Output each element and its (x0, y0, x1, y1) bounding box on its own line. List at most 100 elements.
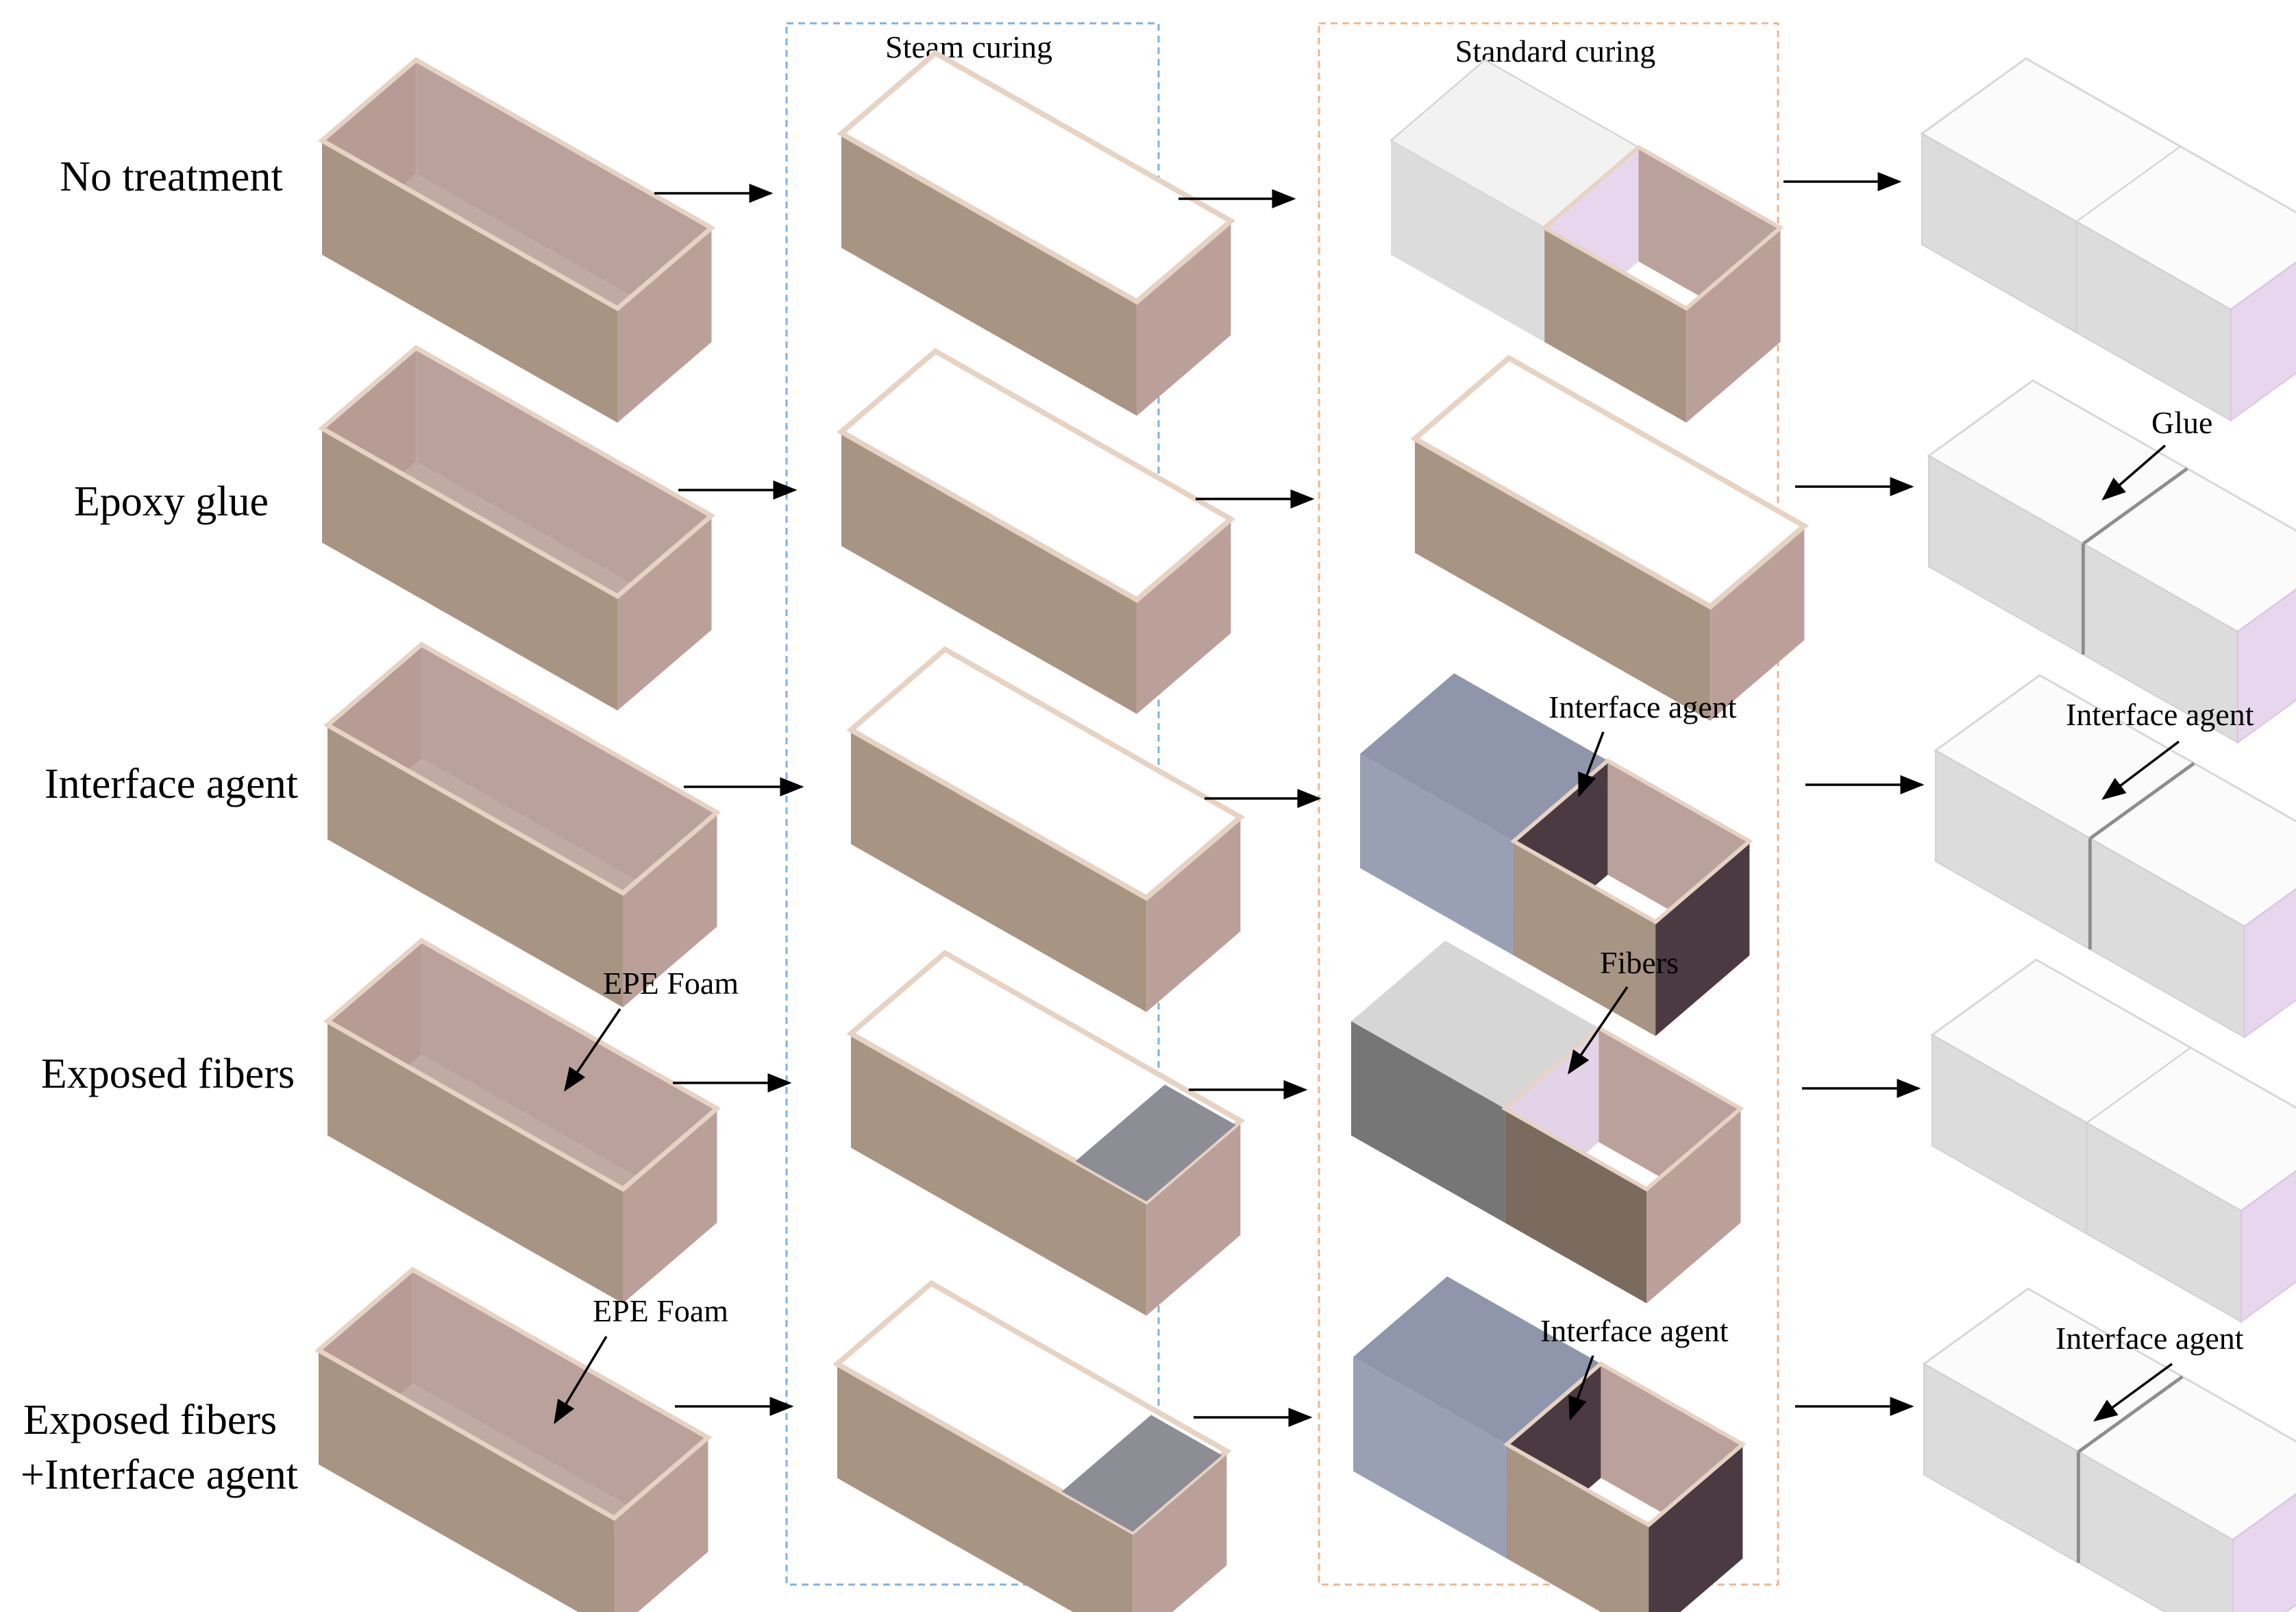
concrete-top-surface (837, 49, 1236, 305)
mold-rim (323, 642, 721, 896)
mold-front-wall (322, 428, 618, 711)
mold-end-wall (617, 228, 712, 423)
filled-mold-front-wall (851, 730, 1147, 1012)
new-mold-end-wall (1649, 1444, 1743, 1612)
row-label-no-treatment: No treatment (60, 154, 282, 200)
row-label-epoxy-glue: Epoxy glue (74, 478, 269, 525)
filled-mold-end-wall (1146, 1121, 1241, 1316)
row1-open-mold (318, 57, 716, 423)
row3-interface-agent-standard-leader (1578, 731, 1605, 798)
row4-fibers-label: Fibers (1600, 945, 1679, 980)
row3-standard-stage (1360, 673, 1753, 1036)
row5-interface-agent-final-leader (2093, 1363, 2173, 1422)
concrete-top-surface (846, 646, 1246, 901)
concrete-top-surface (837, 347, 1236, 603)
row1-steam-mold (837, 49, 1236, 416)
row1-final-specimen (1920, 57, 2296, 422)
new-mold-front-wall (1507, 1444, 1649, 1612)
mold-rim (318, 345, 716, 600)
new-mold-end-wall (1646, 1108, 1741, 1304)
row2-final-specimen (1927, 379, 2296, 744)
specimen-end-face (2236, 588, 2296, 744)
specimen-end-face (2243, 888, 2296, 1039)
epe-foam-strip (1061, 1415, 1222, 1532)
new-mold-front-wall (1514, 841, 1656, 1036)
row1-standard-stage (1390, 59, 1784, 423)
filled-mold-end-wall (1146, 817, 1241, 1012)
row4-standard-stage (1351, 940, 1744, 1304)
row5-epe-foam-label: EPE Foam (593, 1293, 728, 1328)
row3-final-specimen (1934, 674, 2296, 1039)
new-mold-rim (1541, 145, 1784, 311)
row2-steam-mold (837, 347, 1236, 714)
mold-rim (318, 57, 716, 312)
specimen-joint-line-top (2088, 761, 2195, 840)
row3-interface-agent-final-label: Interface agent (2066, 697, 2254, 732)
mold-front-wall (328, 725, 624, 1008)
row4-final-specimen (1930, 958, 2296, 1323)
filled-mold-front-wall (851, 1034, 1147, 1316)
mold-front-wall (322, 141, 618, 423)
mold-rim (323, 938, 721, 1193)
filled-mold-front-wall (1415, 439, 1711, 721)
mold-front-wall (328, 1021, 624, 1304)
row-label-interface-agent: Interface agent (45, 761, 298, 807)
new-mold-rim (1501, 1025, 1744, 1192)
mold-inner-back-wall (421, 644, 717, 927)
cured-block-top (1353, 1276, 1601, 1445)
specimen-joint-line-top (2086, 1047, 2191, 1124)
new-mold-rim (1503, 1361, 1746, 1528)
row5-interface-agent-final-label: Interface agent (2056, 1321, 2244, 1356)
new-mold-front-wall (1505, 1108, 1647, 1304)
filled-mold-end-wall (1710, 526, 1805, 721)
row-label-exposed-fibers-interface-line1: Exposed fibers (23, 1397, 277, 1443)
row5-interface-agent-standard-leader (1568, 1355, 1594, 1421)
epe-foam-strip (1075, 1084, 1236, 1201)
row3-steam-mold (846, 646, 1246, 1012)
mold-end-wall (614, 1437, 708, 1612)
row-label-exposed-fibers: Exposed fibers (41, 1051, 295, 1097)
specimen-joint-line-top (2082, 467, 2188, 546)
cured-block-front (1353, 1357, 1507, 1559)
filled-mold-end-wall (1137, 221, 1231, 416)
row-label-exposed-fibers-interface-line2: +Interface agent (21, 1452, 298, 1498)
row5-open-mold (314, 1267, 713, 1612)
row2-standard-mold (1410, 354, 1810, 721)
arrows-layer (654, 172, 1925, 1427)
mold-inner-back-wall (416, 60, 712, 343)
row2-glue-leader (2101, 444, 2167, 501)
row5-standard-stage (1353, 1276, 1746, 1612)
row4-open-mold (323, 938, 721, 1304)
new-mold-end-wall (1686, 228, 1781, 423)
specimen-end-face (2230, 261, 2296, 422)
filled-mold-end-wall (1133, 1451, 1227, 1612)
cured-block-front (1391, 141, 1545, 342)
row2-glue-label: Glue (2151, 405, 2212, 440)
row3-interface-agent-final-leader (2101, 740, 2180, 801)
cured-block-top (1360, 673, 1608, 842)
row5-epe-foam-leader (554, 1336, 608, 1425)
molds-layer (314, 49, 2296, 1612)
concrete-top-surface (1410, 354, 1810, 610)
row4-steam-mold (846, 949, 1246, 1316)
filled-mold-front-wall (837, 1364, 1133, 1612)
cured-block-front (1360, 754, 1514, 955)
row2-open-mold (318, 345, 716, 711)
row4-epe-foam-leader (564, 1008, 621, 1092)
new-mold-end-wall (1655, 841, 1750, 1036)
specimen-end-face (2240, 1170, 2296, 1323)
mold-front-wall (319, 1350, 615, 1612)
specimen-joint-line-top (2077, 1375, 2184, 1454)
standard-curing-box (1318, 22, 1779, 1586)
mold-rim (314, 1267, 713, 1522)
row5-interface-agent-standard-label: Interface agent (1540, 1313, 1729, 1348)
row3-open-mold (323, 642, 721, 1008)
mold-end-wall (623, 1108, 717, 1304)
specimen-joint-line-top (2075, 145, 2181, 223)
row4-fibers-leader (1568, 986, 1629, 1075)
mold-end-wall (623, 812, 717, 1008)
new-mold-rim (1510, 758, 1753, 925)
mold-end-wall (617, 515, 712, 711)
